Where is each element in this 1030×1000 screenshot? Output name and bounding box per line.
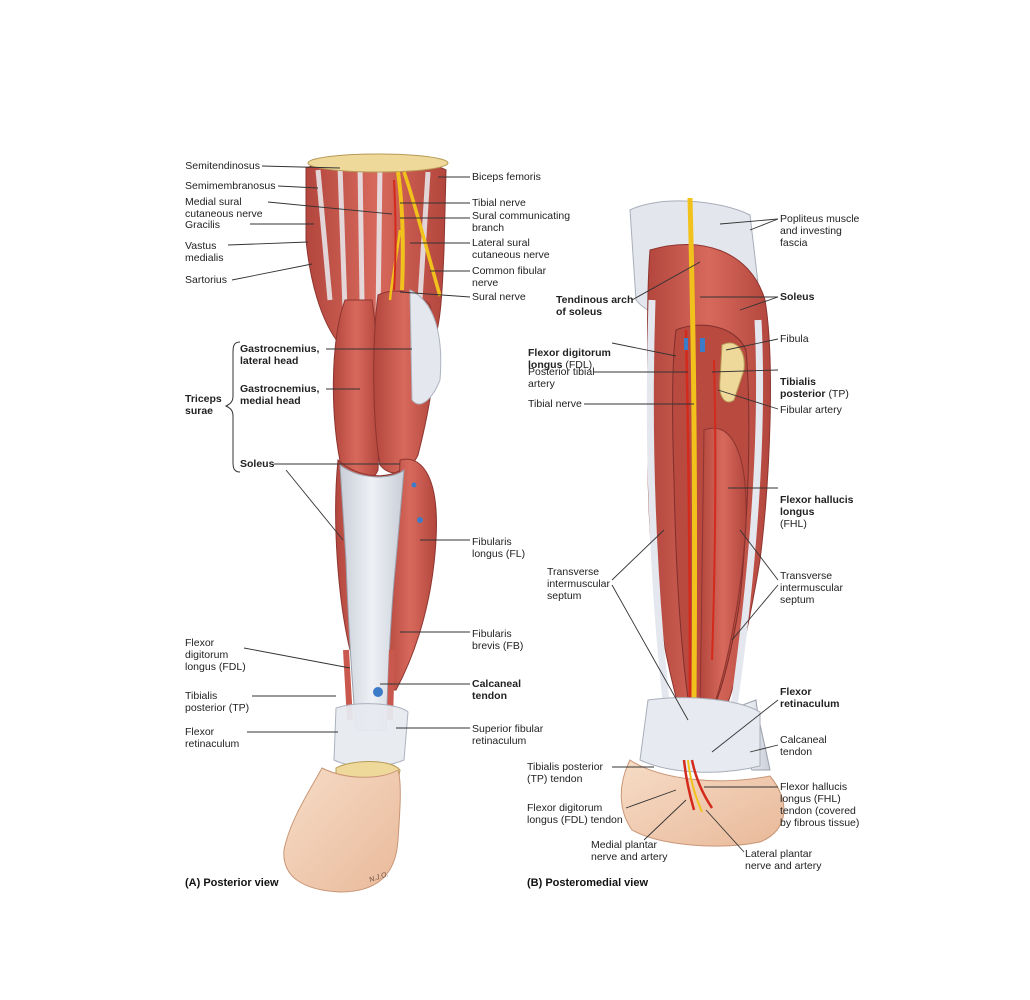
label-semitendinosus: Semitendinosus [185, 160, 260, 172]
vein-marker-b [700, 338, 705, 352]
label-semimembranosus: Semimembranosus [185, 180, 276, 192]
label-flexor-retinaculum-a: Flexor retinaculum [185, 726, 240, 750]
calcaneal-tendon-a [339, 463, 405, 731]
label-common-fibular-nerve: Common fibular nerve [472, 265, 547, 289]
label-soleus-b: Soleus [780, 291, 815, 303]
plantar-vessels-b [682, 759, 714, 811]
vein-marker-1 [373, 687, 383, 697]
label-sural-nerve: Sural nerve [472, 291, 526, 303]
label-transverse-septum-left: Transverse intermuscular septum [547, 566, 611, 602]
label-flexor-retinaculum-b: Flexor retinaculum [780, 686, 840, 710]
label-calcaneal-tendon-b: Calcaneal tendon [780, 734, 827, 758]
caption-b: (B) Posteromedial view [527, 877, 649, 889]
vein-marker-3 [411, 482, 417, 488]
label-medial-sural-cutaneous-nerve: Medial sural cutaneous nerve [185, 196, 263, 220]
label-tendinous-arch: Tendinous arch of soleus [556, 294, 634, 318]
fibula-bone-b [719, 342, 745, 403]
label-fdl-tendon: Flexor digitorum longus (FDL) tendon [527, 802, 623, 826]
label-tp-tendon: Tibialis posterior (TP) tendon [527, 761, 604, 785]
gastrocnemius-medial [332, 299, 380, 484]
label-fhl-tendon: Flexor hallucis longus (FHL) tendon (cov… [780, 781, 860, 829]
label-tp-a: Tibialis posterior (TP) [185, 690, 250, 714]
label-tp-b: Tibialis posterior (TP) [780, 364, 849, 400]
triceps-bracket [224, 341, 241, 473]
label-fdl-b-abbr: (FDL) [565, 359, 593, 371]
label-tibial-nerve-a: Tibial nerve [472, 197, 526, 209]
label-fdl-a: Flexor digitorum longus (FDL) [185, 637, 246, 673]
label-superior-fibular-retinaculum: Superior fibular retinaculum [472, 723, 544, 747]
lateral-fascia [409, 289, 442, 405]
label-vastus-medialis: Vastus medialis [185, 240, 224, 264]
fibular-artery-b [711, 359, 717, 661]
fhl-muscle-b [699, 427, 747, 713]
label-tibial-nerve-b: Tibial nerve [528, 398, 582, 410]
plantar-nerves-b [687, 759, 703, 813]
label-gracilis: Gracilis [185, 219, 221, 231]
label-fibularis-brevis: Fibularis brevis (FB) [472, 628, 524, 652]
leaders-a [227, 165, 471, 733]
label-tp-b-title: Tibialis posterior [780, 376, 826, 400]
label-tp-b-abbr: (TP) [828, 388, 849, 400]
view-b-leg [620, 197, 785, 847]
label-fibularis-longus: Fibularis longus (FL) [472, 536, 526, 560]
foot-skin-b [620, 759, 785, 847]
common-fibular-nerve-a [402, 171, 442, 297]
label-fhl-b: Flexor hallucis longus(FHL) [780, 482, 854, 530]
label-medial-plantar: Medial plantar nerve and artery [591, 839, 668, 863]
popliteal-artery-a [393, 179, 397, 291]
vein-marker-2 [417, 517, 423, 523]
label-posterior-tibial-artery: Posterior tibial artery [528, 366, 595, 390]
label-fibular-artery: Fibular artery [780, 404, 842, 416]
septum-right [728, 319, 764, 721]
label-sural-communicating-branch: Sural communicating branch [472, 210, 571, 234]
posterior-tibial-artery-b [684, 329, 692, 706]
label-triceps-surae: Triceps surae [185, 393, 222, 417]
caption-a: (A) Posterior view [185, 877, 279, 889]
femur-cut-surface [307, 153, 449, 173]
label-gastrocnemius-lateral-head: Gastrocnemius, lateral head [240, 343, 320, 367]
label-gastrocnemius-medial-head: Gastrocnemius, medial head [240, 383, 320, 407]
thigh-fascia-stripes [315, 163, 431, 321]
vein-marker-b2 [684, 338, 688, 350]
label-lateral-sural-cutaneous-nerve: Lateral sural cutaneous nerve [472, 237, 550, 261]
leaders-b [584, 218, 779, 853]
label-lateral-plantar: Lateral plantar nerve and artery [745, 848, 822, 872]
label-popliteus: Popliteus muscle and investing fascia [780, 213, 860, 249]
label-soleus-a: Soleus [240, 458, 275, 470]
flexor-retinaculum-a [333, 703, 409, 768]
septum-left [646, 299, 672, 721]
label-fibula: Fibula [780, 333, 809, 345]
tibial-nerve-b [687, 197, 698, 701]
label-fhl-b-title: Flexor hallucis longus [780, 494, 854, 518]
label-fdl-b-title: Flexor digitorum longus [528, 347, 611, 371]
label-fhl-b-abbr: (FHL) [780, 518, 807, 530]
label-fdl-b: Flexor digitorum longus (FDL) [528, 335, 611, 371]
label-biceps-femoris: Biceps femoris [472, 171, 541, 183]
label-sartorius: Sartorius [185, 274, 228, 286]
label-transverse-septum-right: Transverse intermuscular septum [780, 570, 844, 606]
view-a-leg [283, 153, 449, 893]
flexor-retinaculum-b [639, 697, 761, 773]
label-calcaneal-tendon-a: Calcaneal tendon [472, 678, 522, 702]
heel-skin-a [283, 767, 401, 893]
tibial-nerve-a [396, 171, 405, 291]
